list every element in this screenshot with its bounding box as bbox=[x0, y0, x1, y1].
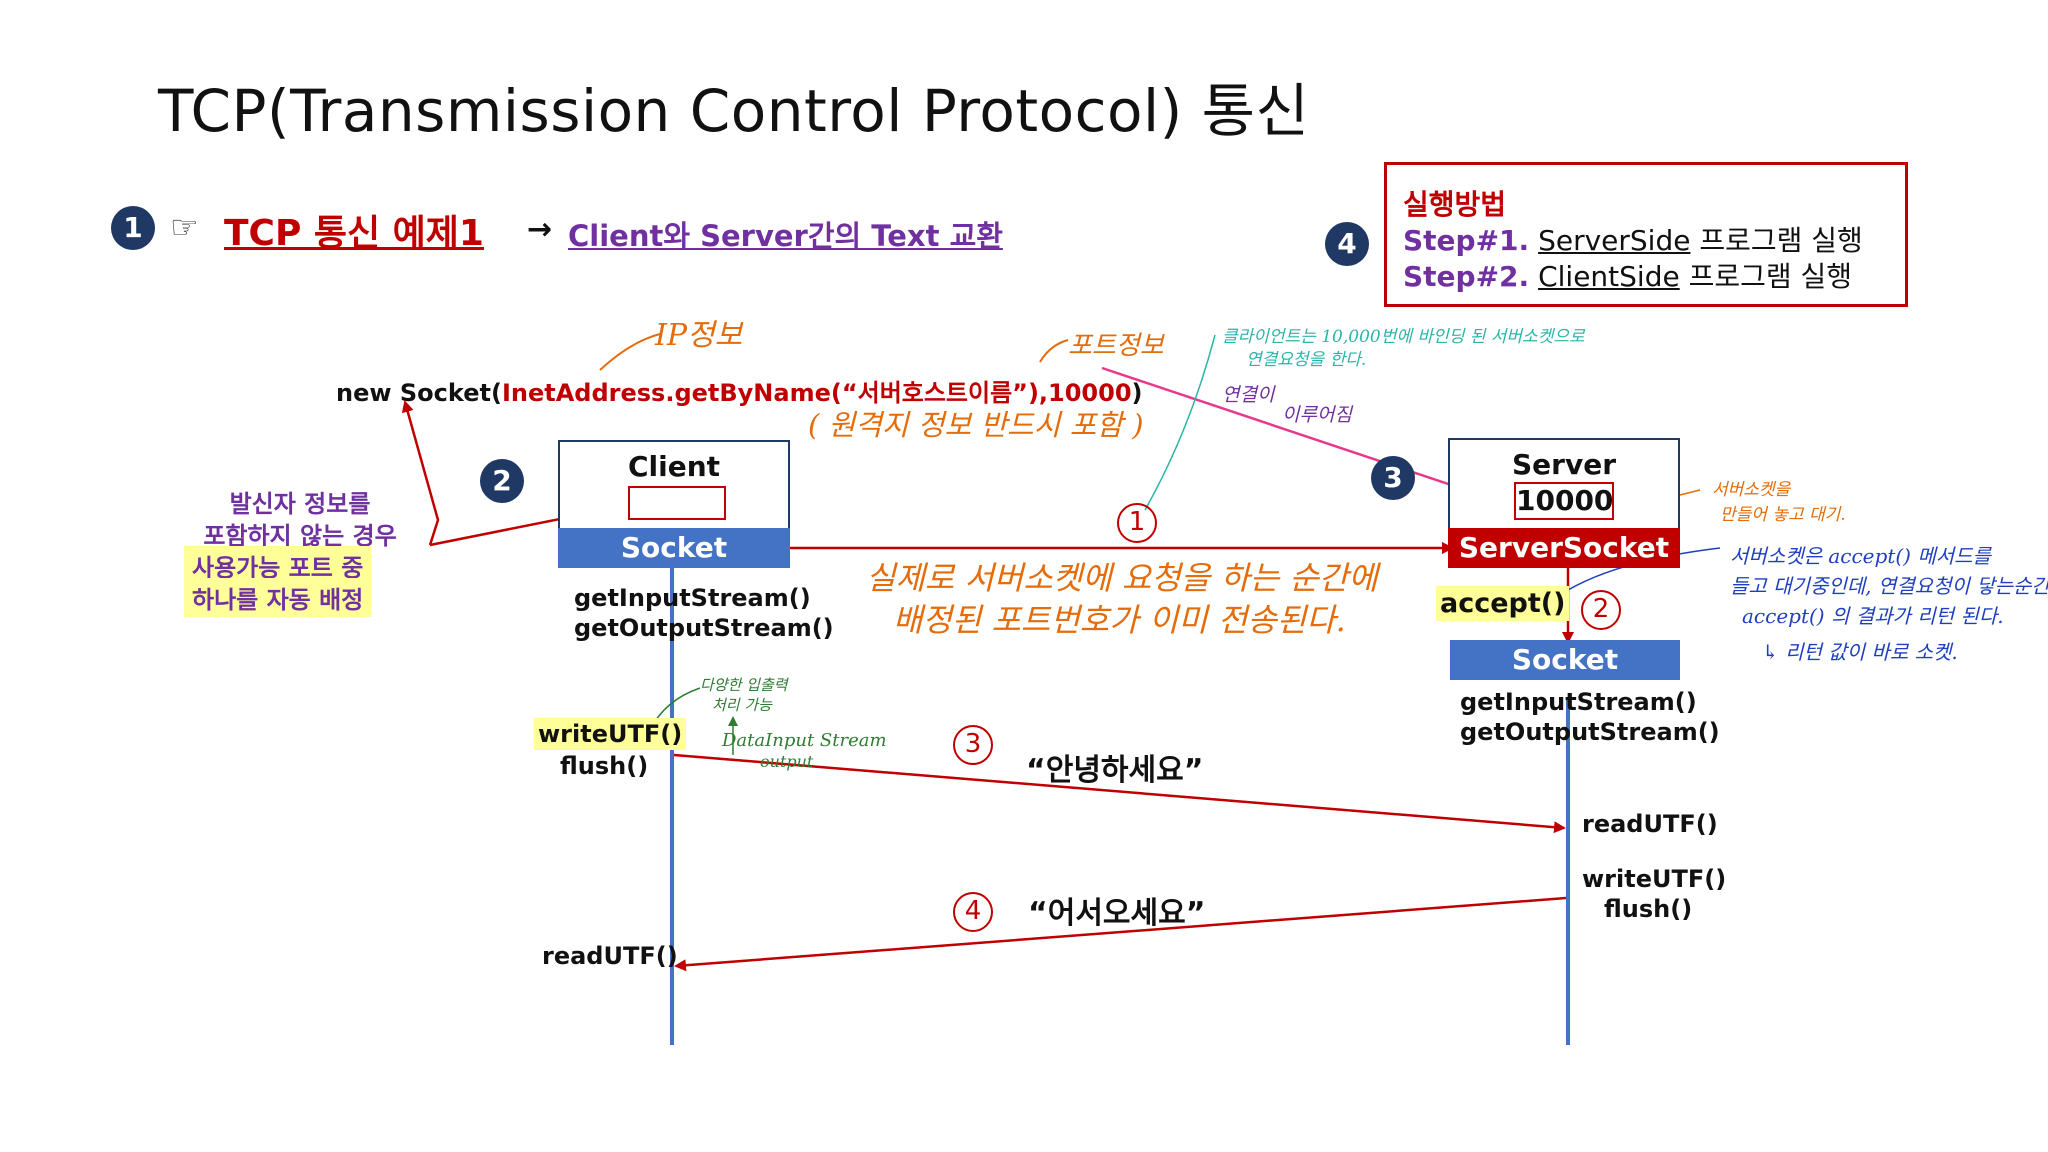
arrow-welcome bbox=[674, 896, 1567, 972]
run-step-2: Step#2. ClientSide 프로그램 실행 bbox=[1403, 255, 1852, 295]
step-label-1: 1 bbox=[1128, 507, 1146, 537]
run-instructions-box: 실행방법 Step#1. ServerSide 프로그램 실행 Step#2. … bbox=[1384, 162, 1908, 307]
server-socket: Socket bbox=[1450, 640, 1680, 680]
server-accept: accept() bbox=[1436, 586, 1570, 621]
step-circle-1 bbox=[1117, 503, 1157, 543]
step-circle-4 bbox=[953, 892, 993, 932]
server-read-utf: readUTF() bbox=[1582, 810, 1718, 838]
server-flush: flush() bbox=[1604, 895, 1693, 923]
client-port-note-1: 클라이언트는 10,000번에 바인딩 된 서버소켓으로 bbox=[1222, 327, 1585, 347]
server-label: Server bbox=[1511, 448, 1616, 481]
sender-note-2: 포함하지 않는 경우 bbox=[203, 522, 397, 550]
actual-request-note-1: 실제로 서버소켓에 요청을 하는 순간에 bbox=[866, 559, 1378, 597]
code-prefix: new Socket( bbox=[336, 379, 502, 407]
accept-note-2: 들고 대기중인데, 연결요청이 닿는순간 bbox=[1730, 574, 2048, 598]
step-label-2: 2 bbox=[1592, 594, 1610, 624]
server-make-note-1: 서버소켓을 bbox=[1712, 480, 1791, 500]
tick-port bbox=[1039, 339, 1069, 363]
client-port-slot bbox=[628, 486, 726, 520]
step1-suffix: 프로그램 실행 bbox=[1690, 224, 1863, 257]
connected-note-1: 연결이 bbox=[1222, 384, 1275, 406]
step2-link[interactable]: ClientSide bbox=[1538, 260, 1680, 293]
arrow-hello bbox=[673, 753, 1566, 834]
socket-code: new Socket(InetAddress.getByName(“서버호스트이… bbox=[336, 373, 1143, 408]
ip-info-note: IP정보 bbox=[655, 318, 743, 353]
client-flush: flush() bbox=[560, 752, 649, 780]
sender-note-1: 발신자 정보를 bbox=[229, 490, 371, 518]
accept-note-4: ↳ 리턴 값이 바로 소켓. bbox=[1762, 640, 1958, 664]
connected-note-2: 이루어짐 bbox=[1282, 404, 1352, 426]
arrow-sender-to-code bbox=[401, 400, 440, 546]
client-label: Client bbox=[627, 450, 721, 483]
client-box: Client bbox=[558, 440, 790, 532]
server-port: 10000 bbox=[1514, 482, 1614, 520]
tick-ip bbox=[599, 333, 661, 371]
run-step-1: Step#1. ServerSide 프로그램 실행 bbox=[1403, 219, 1863, 259]
example-subtitle[interactable]: Client와 Server간의 Text 교환 bbox=[568, 219, 1003, 253]
step1-prefix: Step#1. bbox=[1403, 224, 1530, 257]
tick-cyan bbox=[1144, 334, 1216, 511]
remote-info-note: ( 원격지 정보 반드시 포함 ) bbox=[808, 408, 1144, 442]
client-write-utf: writeUTF() bbox=[534, 718, 687, 750]
server-step-badge: 3 bbox=[1371, 456, 1415, 500]
code-call: InetAddress.getByName(“서버호스트이름”),10000 bbox=[501, 379, 1132, 407]
actual-request-note-2: 배정된 포트번호가 이미 전송된다. bbox=[893, 601, 1346, 639]
sender-note-4: 하나를 자동 배정 bbox=[184, 578, 372, 617]
run-number-badge: 4 bbox=[1325, 222, 1369, 266]
message-hello: “안녕하세요” bbox=[1026, 753, 1204, 788]
step-label-4: 4 bbox=[964, 896, 982, 926]
server-get-output-stream: getOutputStream() bbox=[1460, 718, 1720, 746]
client-step-badge: 2 bbox=[480, 459, 524, 503]
server-get-input-stream: getInputStream() bbox=[1460, 688, 1697, 716]
step2-prefix: Step#2. bbox=[1403, 260, 1530, 293]
server-box: Server 10000 bbox=[1448, 438, 1680, 532]
various-io-note-2: 처리 가능 bbox=[712, 696, 772, 714]
client-socket: Socket bbox=[558, 528, 790, 568]
run-title: 실행방법 bbox=[1403, 188, 1507, 221]
page-title: TCP(Transmission Control Protocol) 통신 bbox=[158, 77, 1310, 145]
message-welcome: “어서오세요” bbox=[1028, 896, 1206, 931]
datainput-note-2: output bbox=[760, 752, 814, 771]
heading-arrow-icon: → bbox=[527, 212, 553, 247]
various-io-note-1: 다양한 입출력 bbox=[700, 676, 788, 694]
heading-number-badge: 1 bbox=[111, 206, 155, 250]
port-info-note: 포트정보 bbox=[1068, 331, 1164, 361]
pointing-hand-icon: ☞ bbox=[170, 208, 199, 246]
step-circle-3 bbox=[953, 725, 993, 765]
code-suffix: ) bbox=[1131, 379, 1143, 407]
step1-link[interactable]: ServerSide bbox=[1538, 224, 1691, 257]
client-get-input-stream: getInputStream() bbox=[574, 584, 811, 612]
server-write-utf: writeUTF() bbox=[1582, 865, 1727, 893]
client-port-note-2: 연결요청을 한다. bbox=[1246, 350, 1367, 370]
client-get-output-stream: getOutputStream() bbox=[574, 614, 834, 642]
server-make-note-2: 만들어 놓고 대기. bbox=[1720, 505, 1846, 525]
step-circle-2 bbox=[1581, 590, 1621, 630]
step-label-3: 3 bbox=[964, 729, 982, 759]
step2-suffix: 프로그램 실행 bbox=[1679, 260, 1853, 293]
accept-note-3: accept() 의 결과가 리턴 된다. bbox=[1742, 604, 2004, 628]
server-socket-bar: ServerSocket bbox=[1448, 528, 1680, 568]
example-heading[interactable]: TCP 통신 예제1 bbox=[224, 213, 484, 254]
datainput-note-1: DataInput Stream bbox=[722, 730, 887, 751]
client-read-utf: readUTF() bbox=[542, 942, 678, 970]
accept-note-1: 서버소켓은 accept() 메서드를 bbox=[1730, 544, 1991, 568]
